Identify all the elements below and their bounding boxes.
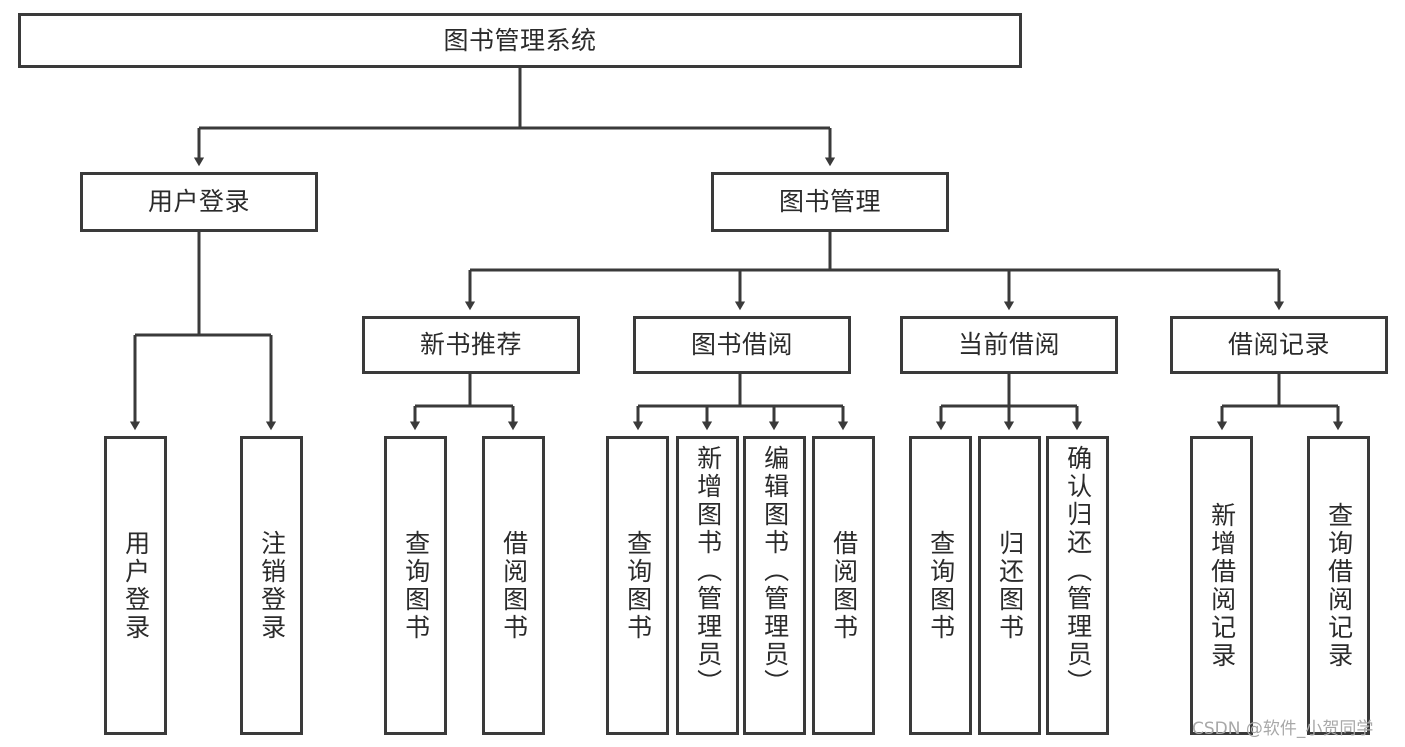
- leaf-add-borrow-record[interactable]: 新增借阅记录: [1190, 436, 1253, 735]
- node-label: 确认归还（管理员）: [1063, 445, 1093, 697]
- node-root-book-management-system[interactable]: 图书管理系统: [18, 13, 1022, 68]
- leaf-add-book-admin[interactable]: 新增图书（管理员）: [676, 436, 739, 735]
- node-label: 注销登录: [257, 529, 287, 642]
- node-borrow-record[interactable]: 借阅记录: [1170, 316, 1388, 374]
- leaf-edit-book-admin[interactable]: 编辑图书（管理员）: [743, 436, 806, 735]
- node-label: 新书推荐: [419, 330, 522, 359]
- leaf-query-book-recommend[interactable]: 查询图书: [384, 436, 447, 735]
- node-book-management[interactable]: 图书管理: [711, 172, 949, 232]
- node-label: 新增借阅记录: [1207, 501, 1237, 670]
- node-label: 查询图书: [623, 529, 653, 642]
- leaf-query-book-borrow[interactable]: 查询图书: [606, 436, 669, 735]
- node-new-book-recommend[interactable]: 新书推荐: [362, 316, 580, 374]
- node-label: 当前借阅: [957, 330, 1060, 359]
- leaf-query-book-current[interactable]: 查询图书: [909, 436, 972, 735]
- node-label: 用户登录: [147, 187, 250, 216]
- node-label: 借阅图书: [499, 529, 529, 642]
- node-label: 新增图书（管理员）: [693, 445, 723, 697]
- node-label: 图书管理系统: [443, 25, 597, 55]
- node-label: 借阅记录: [1227, 330, 1330, 359]
- node-current-borrow[interactable]: 当前借阅: [900, 316, 1118, 374]
- leaf-confirm-return-admin[interactable]: 确认归还（管理员）: [1046, 436, 1109, 735]
- node-book-borrow[interactable]: 图书借阅: [633, 316, 851, 374]
- node-label: 借阅图书: [829, 529, 859, 642]
- leaf-query-borrow-record[interactable]: 查询借阅记录: [1307, 436, 1370, 735]
- csdn-watermark: CSDN @软件_小贺同学: [1192, 719, 1374, 739]
- node-label: 查询图书: [926, 529, 956, 642]
- leaf-logout-login[interactable]: 注销登录: [240, 436, 303, 735]
- node-label: 查询图书: [401, 529, 431, 642]
- node-label: 查询借阅记录: [1324, 501, 1354, 670]
- node-label: 编辑图书（管理员）: [760, 445, 790, 697]
- leaf-borrow-book-borrow[interactable]: 借阅图书: [812, 436, 875, 735]
- leaf-return-book[interactable]: 归还图书: [978, 436, 1041, 735]
- leaf-borrow-book-recommend[interactable]: 借阅图书: [482, 436, 545, 735]
- leaf-user-login[interactable]: 用户登录: [104, 436, 167, 735]
- node-label: 图书管理: [778, 187, 881, 216]
- node-label: 图书借阅: [690, 330, 793, 359]
- node-label: 归还图书: [995, 529, 1025, 642]
- node-user-login[interactable]: 用户登录: [80, 172, 318, 232]
- node-label: 用户登录: [121, 529, 151, 642]
